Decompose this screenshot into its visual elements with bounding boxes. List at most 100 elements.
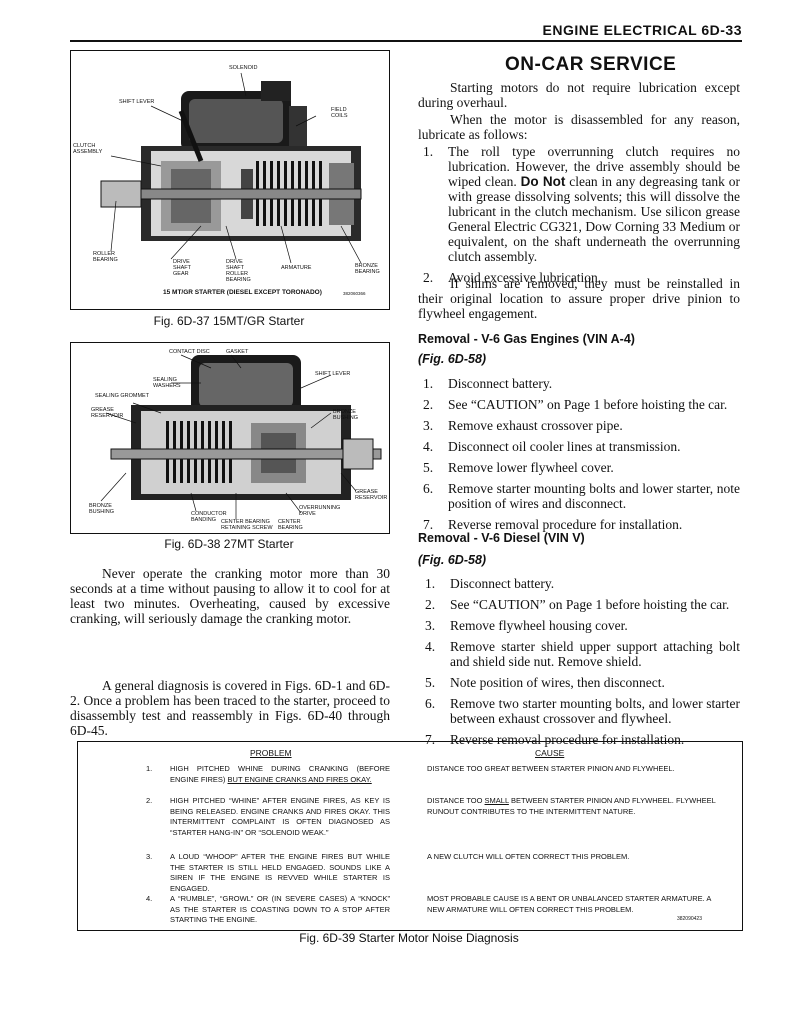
cause-cell: DISTANCE TOO GREAT BETWEEN STARTER PINIO… xyxy=(427,764,723,775)
figure-6d-38: CONTACT DISC GASKET SEALING WASHERS SHIF… xyxy=(70,342,390,534)
problem-text: HIGH PITCHED “WHINE” AFTER ENGINE FIRES,… xyxy=(170,796,390,837)
lubrication-list: 1. The roll type overrunning clutch requ… xyxy=(418,144,740,291)
on-car-disassembled: When the motor is disassembled for any r… xyxy=(418,112,740,142)
removal-diesel-steps: 1.Disconnect battery. 2.See “CAUTION” on… xyxy=(420,576,740,753)
diesel-step-num: 1. xyxy=(425,576,436,591)
gas-step-num: 5. xyxy=(423,460,434,475)
removal-gas-heading: Removal - V-6 Gas Engines (VIN A-4) xyxy=(418,332,635,346)
label-field-coils: FIELD COILS xyxy=(331,107,348,119)
figure-6d-37: SOLENOID SHIFT LEVER FIELD COILS CLUTCH … xyxy=(70,50,390,310)
lubrication-item-2-text: Avoid excessive lubrication. xyxy=(448,270,602,285)
figure-39-caption: Fig. 6D-39 Starter Motor Noise Diagnosis xyxy=(299,931,519,945)
diesel-step-text: Remove flywheel housing cover. xyxy=(450,618,628,633)
gas-step-text: See “CAUTION” on Page 1 before hoisting … xyxy=(448,397,728,412)
diesel-step-num: 5. xyxy=(425,675,436,690)
gas-step-text: Remove starter mounting bolts and lower … xyxy=(448,481,740,511)
cause-cell: A NEW CLUTCH WILL OFTEN CORRECT THIS PRO… xyxy=(427,852,723,863)
gas-step-text: Disconnect oil cooler lines at transmiss… xyxy=(448,439,681,454)
gas-step-num: 1. xyxy=(423,376,434,391)
lubrication-item-1-post: clean in any degreasing tank or with gre… xyxy=(448,174,740,264)
label-shift-lever: SHIFT LEVER xyxy=(119,99,155,105)
diesel-step-text: Note position of wires, then disconnect. xyxy=(450,675,665,690)
row-number: 3. xyxy=(146,852,153,861)
label-grease-reservoir-right: GREASE RESERVOIR xyxy=(355,489,388,501)
label-bronze-bushing-left: BRONZE BUSHING xyxy=(89,503,115,515)
table-code: 382090423 xyxy=(676,916,702,922)
diagnosis-paragraph: A general diagnosis is covered in Figs. … xyxy=(70,678,390,738)
cause-text: DISTANCE TOO xyxy=(427,796,483,805)
gas-step-num: 6. xyxy=(423,481,434,496)
removal-diesel-fig-ref: (Fig. 6D-58) xyxy=(418,553,487,567)
diesel-step-num: 4. xyxy=(425,639,436,654)
noise-diagnosis-table: PROBLEM CAUSE 1. HIGH PITCHED WHINE DURI… xyxy=(77,741,743,931)
removal-gas-fig-ref: (Fig. 6D-58) xyxy=(418,352,487,366)
gas-step: 6. Remove starter mounting bolts and lowe… xyxy=(418,481,740,511)
diesel-step: 7. Reverse removal procedure for installa… xyxy=(420,732,740,747)
gas-step-num: 3. xyxy=(423,418,434,433)
problem-cell: HIGH PITCHED WHINE DURING CRANKING (BEFO… xyxy=(170,764,390,785)
row-number: 4. xyxy=(146,894,153,903)
gas-step-text: Remove lower flywheel cover. xyxy=(448,460,614,475)
diesel-step-text: See “CAUTION” on Page 1 before hoisting … xyxy=(450,597,730,612)
label-sealing-washers: SEALING WASHERS xyxy=(153,377,181,389)
diesel-step-text: Reverse removal procedure for installati… xyxy=(450,732,685,747)
label-conductor-banding: CONDUCTOR BANDING xyxy=(191,511,227,523)
label-bronze-bearing: BRONZE BEARING xyxy=(355,263,380,275)
diesel-step: 6.Remove two starter mounting bolts, and… xyxy=(420,696,740,726)
removal-diesel-heading: Removal - V-6 Diesel (VIN V) xyxy=(418,531,585,545)
on-car-intro: Starting motors do not require lubricati… xyxy=(418,80,740,110)
cause-column-header: CAUSE xyxy=(535,748,565,758)
lubrication-item-2-num: 2. xyxy=(423,270,434,285)
gas-step: 4. Disconnect oil cooler lines at transmi… xyxy=(418,439,740,454)
gas-step: 2. See “CAUTION” on Page 1 before hoistin… xyxy=(418,397,740,412)
problem-cell: HIGH PITCHED “WHINE” AFTER ENGINE FIRES,… xyxy=(170,796,390,838)
lubrication-item-1-num: 1. xyxy=(423,144,434,159)
diesel-step-num: 7. xyxy=(425,732,436,747)
label-gasket: GASKET xyxy=(226,349,249,355)
starter-15mt-illustration xyxy=(100,72,362,264)
gas-step-num: 4. xyxy=(423,439,434,454)
cause-text: MOST PROBABLE CAUSE IS A BENT OR UNBALAN… xyxy=(427,894,711,914)
diesel-step-num: 3. xyxy=(425,618,436,633)
diesel-step-num: 2. xyxy=(425,597,436,612)
problem-column-header: PROBLEM xyxy=(250,748,292,758)
gas-step-text: Disconnect battery. xyxy=(448,376,553,391)
page-header-title: ENGINE ELECTRICAL 6D-33 xyxy=(542,22,742,38)
diesel-step: 2. See “CAUTION” on Page 1 before hoistin… xyxy=(420,597,740,612)
label-contact-disc: CONTACT DISC xyxy=(169,349,210,355)
cause-text: A NEW CLUTCH WILL OFTEN CORRECT THIS PRO… xyxy=(427,852,630,861)
label-drive-shaft-gear: DRIVE SHAFT GEAR xyxy=(173,259,192,277)
page-header: ENGINE ELECTRICAL 6D-33 xyxy=(70,22,742,42)
diesel-step: 4. Remove starter shield upper support at… xyxy=(420,639,740,669)
cause-cell: MOST PROBABLE CAUSE IS A BENT OR UNBALAN… xyxy=(427,894,723,915)
problem-text: A LOUD “WHOOP” AFTER THE ENGINE FIRES BU… xyxy=(170,852,390,893)
cause-text-continued: BETWEEN STARTER PINION AND FLYWHEEL. FLY… xyxy=(427,796,716,816)
figure-38-caption: Fig. 6D-38 27MT Starter xyxy=(164,537,294,551)
lubrication-item-2: 2. Avoid excessive lubrication. xyxy=(418,270,740,285)
label-sealing-grommet: SEALING GROMMET xyxy=(95,393,150,399)
do-not-emphasis: Do Not xyxy=(520,174,566,189)
cause-text: DISTANCE TOO GREAT BETWEEN STARTER PINIO… xyxy=(427,764,675,773)
label-shift-lever-27mt: SHIFT LEVER xyxy=(315,371,351,377)
lubrication-item-1-pre: The roll type overrunning clutch require… xyxy=(448,144,740,189)
diesel-step-text: Remove starter shield upper support atta… xyxy=(450,639,740,669)
cause-cell: DISTANCE TOO SMALL BETWEEN STARTER PINIO… xyxy=(427,796,723,817)
cause-underlined-text: SMALL xyxy=(484,796,509,805)
diesel-step-num: 6. xyxy=(425,696,436,711)
problem-text: A “RUMBLE”, “GROWL” OR (IN SEVERE CASES)… xyxy=(170,894,390,924)
label-overrunning-drive: OVERRUNNING DRIVE xyxy=(299,505,341,517)
on-car-service-title: ON-CAR SERVICE xyxy=(505,54,677,75)
gas-step-num: 2. xyxy=(423,397,434,412)
starter-27mt-illustration xyxy=(100,354,382,519)
gas-step-text: Remove exhaust crossover pipe. xyxy=(448,418,623,433)
row-number: 1. xyxy=(146,764,153,773)
label-solenoid: SOLENOID xyxy=(229,65,258,71)
problem-cell: A “RUMBLE”, “GROWL” OR (IN SEVERE CASES)… xyxy=(170,894,390,926)
label-center-bearing: CENTER BEARING xyxy=(278,519,303,531)
label-grease-reservoir-left: GREASE RESERVOIR xyxy=(91,407,124,419)
problem-cell: A LOUD “WHOOP” AFTER THE ENGINE FIRES BU… xyxy=(170,852,390,894)
gas-step: 3. Remove exhaust crossover pipe. xyxy=(418,418,740,433)
shims-paragraph: If shims are removed, they must be reins… xyxy=(418,276,740,321)
label-armature: ARMATURE xyxy=(281,265,312,271)
problem-underlined-text: BUT ENGINE CRANKS AND FIRES OKAY. xyxy=(227,774,372,784)
